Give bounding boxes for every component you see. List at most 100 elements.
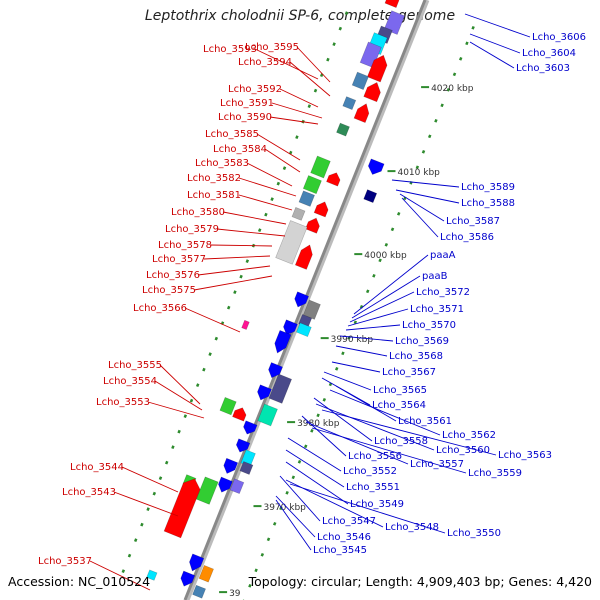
right-gene-label: Lcho_3570 xyxy=(402,320,456,331)
gene-arrow xyxy=(232,407,247,422)
left-gene-label: Lcho_3595 xyxy=(245,42,299,53)
tick-mark-right xyxy=(452,72,457,77)
left-gene-label: Lcho_3575 xyxy=(142,285,196,296)
scale-label: 39 xyxy=(229,589,241,599)
right-gene-label: Lcho_3560 xyxy=(436,445,490,456)
left-gene-label: Lcho_3537 xyxy=(38,556,92,567)
right-label-leader xyxy=(339,335,394,342)
gene-arrow xyxy=(243,420,258,435)
gene-block xyxy=(296,322,312,337)
tick-mark-left xyxy=(171,445,175,449)
right-label-leader xyxy=(313,397,373,442)
gene-arrow-shape xyxy=(363,82,381,103)
right-gene-label: paaB xyxy=(422,271,448,282)
left-label-leader xyxy=(238,194,293,211)
tick-mark-left xyxy=(264,212,268,217)
gene-block-shape xyxy=(239,461,254,475)
right-gene-label: Lcho_3558 xyxy=(374,436,428,447)
right-gene-label: Lcho_3604 xyxy=(522,48,576,59)
gene-arrow-shape xyxy=(305,217,320,234)
gene-arrow xyxy=(189,553,205,572)
tick-mark-right xyxy=(303,444,308,449)
tick-mark-left xyxy=(164,460,169,465)
tick-mark-right xyxy=(471,25,475,30)
gene-block-shape xyxy=(192,584,206,599)
left-label-leader xyxy=(147,401,205,419)
tick-mark-right xyxy=(310,428,314,433)
gene-block xyxy=(351,71,369,90)
right-gene-label: Lcho_3546 xyxy=(317,532,371,543)
left-gene-label: Lcho_3582 xyxy=(187,173,241,184)
right-label-leader xyxy=(323,371,372,391)
right-gene-label: Lcho_3552 xyxy=(343,466,397,477)
gene-block-shape xyxy=(291,206,306,221)
tick-mark-left xyxy=(270,197,274,201)
right-label-leader xyxy=(285,449,345,488)
right-label-leader xyxy=(469,33,521,54)
gene-arrow-shape xyxy=(180,570,196,587)
gene-arrow xyxy=(235,438,251,453)
left-label-leader xyxy=(256,133,301,161)
right-gene-label: Lcho_3571 xyxy=(410,304,464,315)
gene-block-shape xyxy=(257,403,278,427)
right-label-leader xyxy=(289,483,446,534)
gene-arrow xyxy=(218,476,233,493)
gene-arrow xyxy=(294,291,310,308)
tick-mark-left xyxy=(208,352,212,356)
gene-block-shape xyxy=(336,122,350,137)
gene-arrow xyxy=(366,54,388,83)
tick-mark-right xyxy=(334,366,339,371)
right-gene-label: Lcho_3545 xyxy=(313,545,367,556)
gene-arrow-shape xyxy=(218,476,233,493)
left-gene-label: Lcho_3555 xyxy=(108,360,162,371)
right-gene-label: Lcho_3586 xyxy=(440,232,494,243)
left-gene-label: Lcho_3579 xyxy=(165,224,219,235)
right-label-leader xyxy=(353,254,429,315)
scale-label: 3970 kbp xyxy=(263,503,306,513)
right-gene-label: Lcho_3589 xyxy=(461,182,515,193)
left-gene-label: Lcho_3581 xyxy=(187,190,241,201)
tick-mark-left xyxy=(146,507,150,511)
tick-mark-right xyxy=(465,41,469,46)
right-gene-label: Lcho_3563 xyxy=(498,450,552,461)
gene-block xyxy=(275,220,308,265)
gene-block xyxy=(195,476,219,505)
right-label-leader xyxy=(287,437,342,472)
left-label-leader xyxy=(209,244,273,247)
right-label-leader xyxy=(349,291,415,323)
gene-arrow xyxy=(180,570,196,587)
scale-label: 4000 kbp xyxy=(364,251,407,261)
left-label-leader xyxy=(197,265,271,276)
right-label-leader xyxy=(275,499,312,551)
left-label-leader xyxy=(271,102,323,119)
left-gene-label: Lcho_3566 xyxy=(133,303,187,314)
left-label-leader xyxy=(289,61,331,97)
gene-block-shape xyxy=(298,190,315,207)
gene-arrow xyxy=(268,362,283,379)
right-label-leader xyxy=(305,421,409,465)
left-gene-label: Lcho_3594 xyxy=(238,57,292,68)
right-gene-label: Lcho_3606 xyxy=(532,32,586,43)
tick-mark-right xyxy=(390,227,395,232)
gene-arrow-shape xyxy=(367,158,385,175)
gene-arrow-shape xyxy=(189,553,205,572)
gene-block-shape xyxy=(296,322,312,337)
gene-block xyxy=(241,319,250,330)
right-gene-label: Lcho_3565 xyxy=(373,385,427,396)
gene-block-shape xyxy=(363,189,378,204)
gene-arrow-shape xyxy=(384,0,400,8)
right-gene-label: Lcho_3587 xyxy=(446,216,500,227)
right-label-leader xyxy=(335,345,388,357)
right-gene-label: paaA xyxy=(430,250,456,261)
left-gene-label: Lcho_3543 xyxy=(62,487,116,498)
right-label-leader xyxy=(335,385,397,422)
tick-mark-left xyxy=(226,305,231,310)
gene-block xyxy=(298,190,315,207)
left-label-leader xyxy=(269,116,319,125)
gene-arrow xyxy=(326,172,341,187)
gene-block-shape xyxy=(275,220,308,265)
tick-mark-left xyxy=(121,569,126,573)
gene-arrow-shape xyxy=(294,291,310,308)
gene-block xyxy=(336,122,350,137)
tick-mark-right xyxy=(365,289,370,294)
